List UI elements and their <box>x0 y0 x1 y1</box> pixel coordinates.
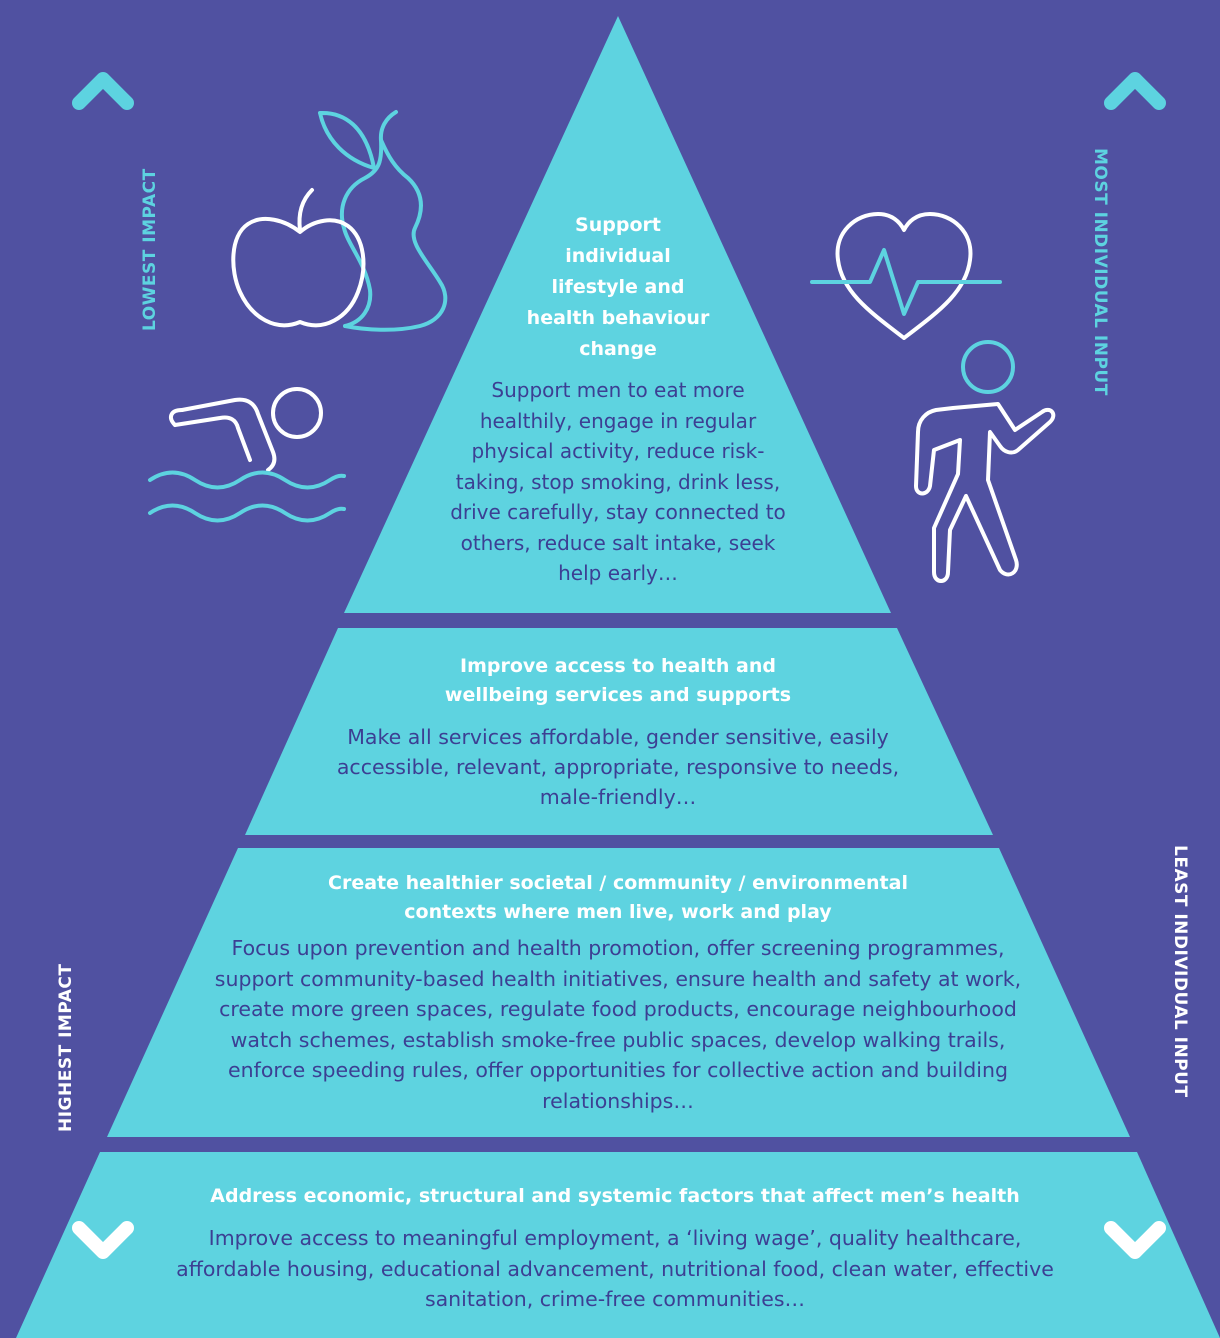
pyramid-tier-4 <box>16 1152 1220 1338</box>
tier-4-text: Address economic, structural and systemi… <box>150 1183 1080 1315</box>
tier-3-body: Focus upon prevention and health promoti… <box>214 936 1022 1113</box>
tier-2-text: Improve access to health and wellbeing s… <box>318 652 918 812</box>
heartbeat-icon <box>810 212 1002 340</box>
tier-1-body: Support men to eat more healthily, engag… <box>450 378 786 585</box>
highest-impact-label: HIGHEST IMPACT <box>56 963 76 1132</box>
pyramid-tier-3 <box>107 848 1130 1137</box>
tier-2-body: Make all services affordable, gender sen… <box>336 725 900 809</box>
tier-4-body: Improve access to meaningful employment,… <box>176 1226 1054 1311</box>
walking-person-icon <box>914 340 1056 583</box>
apple-pear-icon <box>231 110 448 332</box>
tier-1-text: Support individual lifestyle and health … <box>440 210 796 589</box>
tier-3-text: Create healthier societal / community / … <box>190 869 1046 1116</box>
left-impact-arrow <box>72 72 134 1259</box>
tier-2-title: Improve access to health and wellbeing s… <box>444 655 792 706</box>
least-individual-input-label: LEAST INDIVIDUAL INPUT <box>1170 845 1190 1098</box>
lowest-impact-label: LOWEST IMPACT <box>140 168 160 331</box>
most-individual-input-label: MOST INDIVIDUAL INPUT <box>1090 148 1110 396</box>
tier-3-title: Create healthier societal / community / … <box>328 872 908 923</box>
tier-4-title: Address economic, structural and systemi… <box>210 1185 1020 1207</box>
right-input-arrow <box>1104 72 1166 1259</box>
swimmer-icon <box>148 387 346 523</box>
pyramid-tier-2 <box>245 628 993 835</box>
tier-1-title: Support individual lifestyle and health … <box>526 214 710 360</box>
pyramid-tier-1 <box>344 16 891 613</box>
